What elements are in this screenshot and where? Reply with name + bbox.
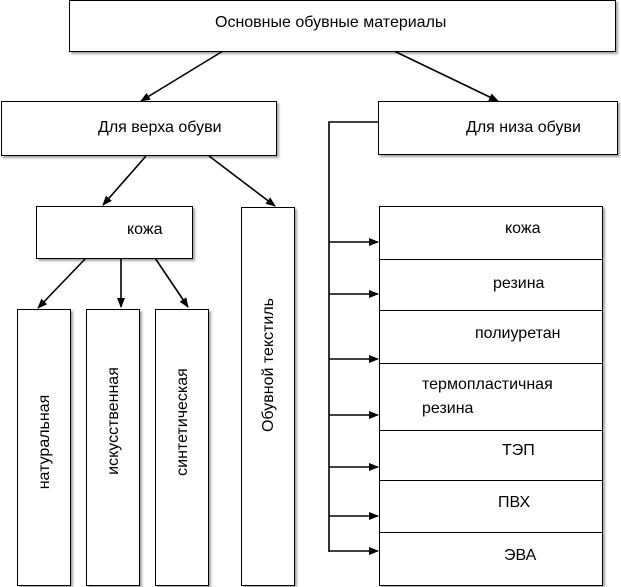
- lower-materials-list: кожа резина полиуретан термопластичная р…: [379, 206, 603, 586]
- list-item: полиуретан: [380, 310, 602, 363]
- root-title: Основные обувные материалы: [215, 14, 447, 31]
- leather-type-natural-label: натуральная: [36, 394, 53, 490]
- textile-box: Обувной текстиль: [241, 207, 295, 586]
- upper-box: Для верха обуви: [1, 101, 277, 156]
- arrow-root-to-upper: [140, 50, 224, 102]
- list-item: резина: [380, 259, 602, 310]
- list-item: термопластичная резина: [380, 363, 602, 430]
- lower-bracket-line: [328, 121, 378, 552]
- leather-type-artificial: искусственная: [86, 309, 140, 586]
- leather-type-artificial-label: искусственная: [105, 367, 122, 475]
- upper-title: Для верха обуви: [98, 119, 222, 136]
- leather-type-synthetic-label: синтетическая: [174, 368, 191, 476]
- lower-box: Для низа обуви: [378, 101, 618, 155]
- list-item: ЭВА: [380, 532, 602, 587]
- arrow-root-to-lower: [393, 50, 499, 102]
- arrow-leather-to-synthetic: [154, 257, 189, 308]
- leather-type-natural: натуральная: [17, 309, 71, 586]
- list-item: кожа: [505, 220, 541, 237]
- root-box: Основные обувные материалы: [69, 0, 616, 52]
- textile-label: Обувной текстиль: [260, 297, 277, 433]
- leather-title: кожа: [127, 221, 163, 238]
- leather-box: кожа: [36, 206, 193, 259]
- lower-title: Для низа обуви: [466, 119, 581, 136]
- arrow-upper-to-leather: [102, 155, 147, 206]
- arrow-leather-to-natural: [37, 257, 87, 309]
- list-item: ПВХ: [380, 480, 602, 532]
- list-item: ТЭП: [380, 430, 602, 480]
- arrow-upper-to-textile: [208, 155, 276, 207]
- leather-type-synthetic: синтетическая: [155, 309, 209, 586]
